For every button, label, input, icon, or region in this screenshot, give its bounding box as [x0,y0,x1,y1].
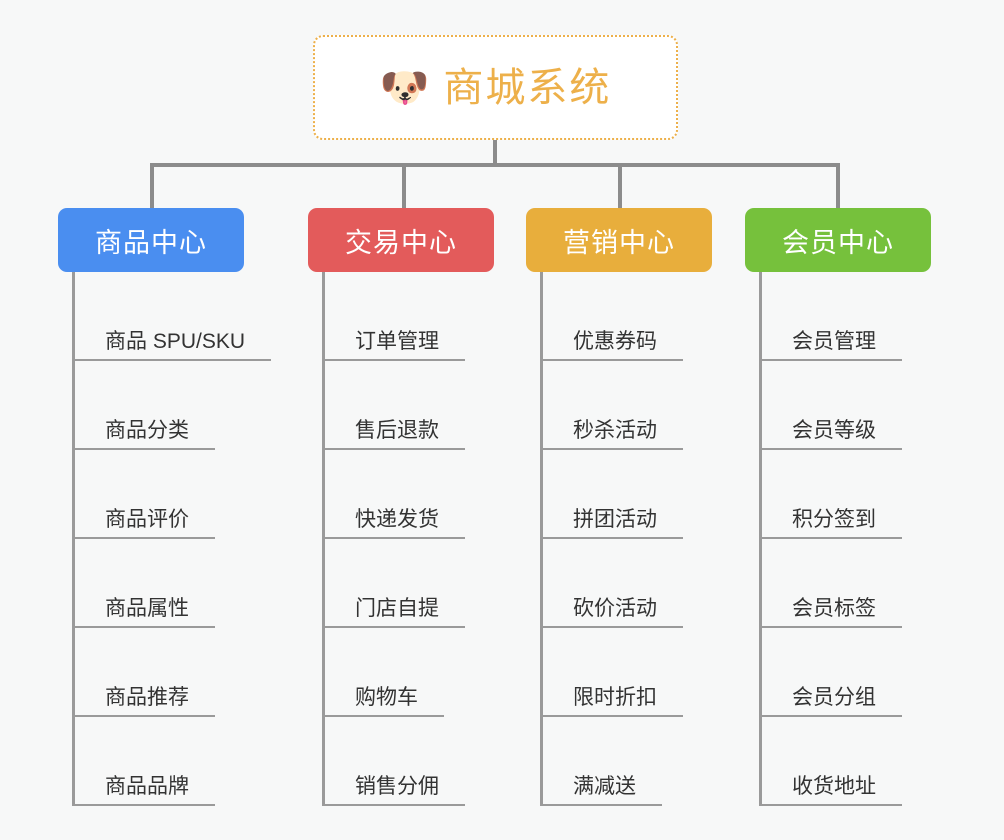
leaf-item[interactable]: 快递发货 [325,468,494,539]
leaf-label: 商品推荐 [75,685,215,717]
leaf-item[interactable]: 门店自提 [325,557,494,628]
category-header-2[interactable]: 交易中心 [308,208,494,272]
connector-drop-3 [618,163,622,208]
category-header-1[interactable]: 商品中心 [58,208,244,272]
leaf-item[interactable]: 商品 SPU/SKU [75,290,272,361]
leaf-label: 收货地址 [762,774,902,806]
leaf-item[interactable]: 商品评价 [75,468,244,539]
leaf-item[interactable]: 商品属性 [75,557,244,628]
leaf-item[interactable]: 砍价活动 [543,557,712,628]
leaf-label: 秒杀活动 [543,418,683,450]
leaf-item[interactable]: 积分签到 [762,468,931,539]
leaf-label: 会员分组 [762,685,902,717]
leaf-label: 商品评价 [75,507,215,539]
leaf-label: 快递发货 [325,507,465,539]
leaf-item[interactable]: 会员分组 [762,646,931,717]
leaf-label: 限时折扣 [543,685,683,717]
leaf-item[interactable]: 商品品牌 [75,735,244,806]
leaf-item[interactable]: 秒杀活动 [543,379,712,450]
connector-horizontal-bus [150,163,840,167]
connector-drop-4 [836,163,840,208]
leaf-label: 商品 SPU/SKU [75,329,272,361]
leaf-label: 购物车 [325,685,444,717]
leaf-label: 会员等级 [762,418,902,450]
leaf-label: 商品品牌 [75,774,215,806]
leaf-label: 售后退款 [325,418,465,450]
branch-column-4: 会员中心 会员管理 会员等级 积分签到 会员标签 会员分组 收货地址 [745,208,931,822]
leaf-list-2: 订单管理 售后退款 快递发货 门店自提 购物车 销售分佣 [322,272,494,806]
leaf-label: 优惠券码 [543,329,683,361]
leaf-item[interactable]: 商品推荐 [75,646,244,717]
category-header-3[interactable]: 营销中心 [526,208,712,272]
leaf-item[interactable]: 满减送 [543,735,712,806]
leaf-item[interactable]: 商品分类 [75,379,244,450]
root-node-title: 商城系统 [443,65,612,110]
leaf-list-3: 优惠券码 秒杀活动 拼团活动 砍价活动 限时折扣 满减送 [540,272,712,806]
leaf-label: 满减送 [543,774,662,806]
leaf-label: 商品分类 [75,418,215,450]
leaf-label: 砍价活动 [543,596,683,628]
shiba-dog-face-icon: 🐶 [379,65,430,110]
connector-drop-2 [402,163,406,208]
leaf-list-4: 会员管理 会员等级 积分签到 会员标签 会员分组 收货地址 [759,272,931,806]
leaf-item[interactable]: 拼团活动 [543,468,712,539]
leaf-item[interactable]: 限时折扣 [543,646,712,717]
leaf-label: 拼团活动 [543,507,683,539]
leaf-list-1: 商品 SPU/SKU 商品分类 商品评价 商品属性 商品推荐 商品品牌 [72,272,272,806]
leaf-label: 积分签到 [762,507,902,539]
leaf-label: 商品属性 [75,596,215,628]
branch-column-1: 商品中心 商品 SPU/SKU 商品分类 商品评价 商品属性 商品推荐 商品品牌 [58,208,272,822]
connector-drop-1 [150,163,154,208]
leaf-label: 门店自提 [325,596,465,628]
leaf-label: 订单管理 [325,329,465,361]
connector-root-stem [493,140,497,163]
leaf-label: 销售分佣 [325,774,465,806]
leaf-label: 会员标签 [762,596,902,628]
leaf-item[interactable]: 会员等级 [762,379,931,450]
leaf-item[interactable]: 购物车 [325,646,494,717]
leaf-item[interactable]: 售后退款 [325,379,494,450]
category-header-4[interactable]: 会员中心 [745,208,931,272]
leaf-item[interactable]: 收货地址 [762,735,931,806]
leaf-label: 会员管理 [762,329,902,361]
branch-column-3: 营销中心 优惠券码 秒杀活动 拼团活动 砍价活动 限时折扣 满减送 [526,208,712,822]
leaf-item[interactable]: 优惠券码 [543,290,712,361]
root-node[interactable]: 🐶 商城系统 [313,35,678,140]
leaf-item[interactable]: 会员管理 [762,290,931,361]
leaf-item[interactable]: 订单管理 [325,290,494,361]
leaf-item[interactable]: 会员标签 [762,557,931,628]
branch-column-2: 交易中心 订单管理 售后退款 快递发货 门店自提 购物车 销售分佣 [308,208,494,822]
leaf-item[interactable]: 销售分佣 [325,735,494,806]
